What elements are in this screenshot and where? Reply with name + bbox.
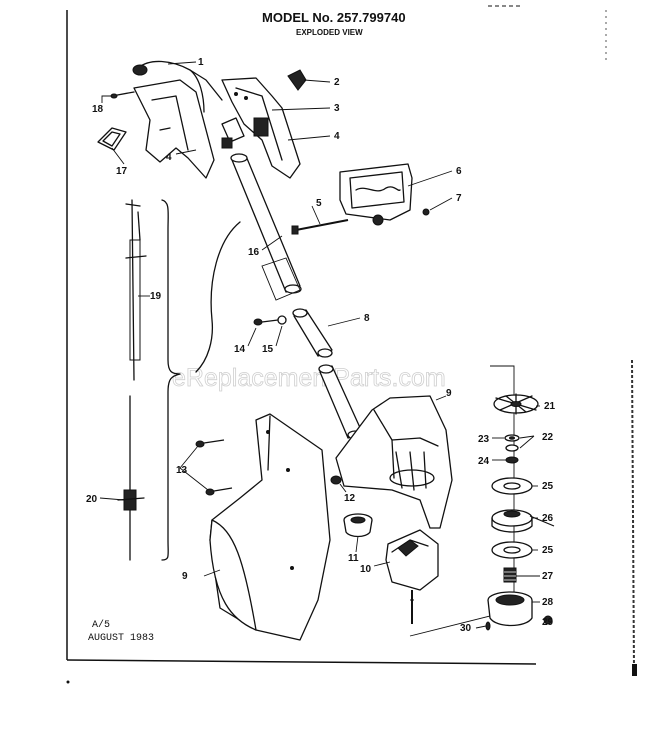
- callout-30: 30: [460, 623, 472, 634]
- callout-16: 16: [248, 247, 260, 258]
- callout-11: 11: [348, 553, 359, 564]
- part-21-fan: [493, 393, 539, 415]
- part-6-aux-handle: [339, 163, 413, 226]
- part-4-handle-right: [221, 77, 301, 179]
- part-15-washer: [277, 315, 287, 325]
- callout-29: 29: [542, 617, 554, 628]
- part-2-cord-clip: [287, 69, 307, 91]
- callout-28: 28: [542, 597, 554, 608]
- part-13-screws: [195, 439, 233, 496]
- part-11-bearing: [343, 513, 373, 538]
- callout-9-housing: 9: [446, 388, 452, 399]
- dust-speck: [66, 680, 70, 684]
- callout-19: 19: [150, 291, 162, 302]
- model-title: MODEL No. 257.799740: [262, 10, 406, 25]
- callout-17: 17: [116, 166, 128, 177]
- part-10-motor: [385, 529, 439, 624]
- callout-9-shield: 9: [182, 571, 188, 582]
- callout-13: 13: [176, 465, 188, 476]
- watermark: eReplacementParts.com: [172, 364, 446, 392]
- part-30-pin: [485, 621, 491, 631]
- power-cord: [195, 221, 241, 373]
- callout-7: 7: [456, 193, 462, 204]
- part-24-nut: [505, 456, 519, 464]
- callout-18: 18: [92, 104, 104, 115]
- callout-22: 22: [542, 432, 554, 443]
- part-9-motor-housing: [335, 395, 453, 529]
- part-28-cap: [487, 591, 533, 627]
- part-7-nut: [422, 208, 430, 216]
- part-23-washer: [504, 434, 520, 442]
- right-edge-artifact: [631, 359, 635, 671]
- grouping-brace: [161, 199, 181, 561]
- callout-25-upper: 25: [542, 481, 554, 492]
- callout-8: 8: [364, 313, 370, 324]
- callout-1: 1: [198, 57, 204, 68]
- callout-21: 21: [544, 401, 556, 412]
- callout-27: 27: [542, 571, 554, 582]
- callout-4-left: 4: [166, 152, 172, 163]
- callout-6: 6: [456, 166, 462, 177]
- part-4-handle-left: [133, 79, 215, 179]
- part-3-switch: [221, 117, 245, 149]
- part-9-grass-shield: [209, 413, 331, 641]
- part-19-cord: [125, 199, 147, 381]
- part-18-screw: [110, 91, 135, 99]
- callout-15: 15: [262, 344, 274, 355]
- callout-labels: 1 2 3 4 4 5 6 7 8 9 9 10 11 12 13 14 15 …: [86, 57, 556, 634]
- part-17-plate: [97, 127, 127, 151]
- footer-code: A/5: [92, 619, 110, 631]
- leader-lines: [99, 61, 540, 629]
- callout-12: 12: [344, 493, 356, 504]
- part-20-cord-plug: [117, 395, 145, 561]
- part-8-lower-tube: [292, 308, 363, 440]
- part-29-knob: [543, 615, 553, 625]
- part-25-ring-upper: [491, 477, 533, 495]
- footer-date: AUGUST 1983: [88, 633, 154, 644]
- callout-24: 24: [478, 456, 490, 467]
- edge-blot: [632, 664, 637, 676]
- callout-14: 14: [234, 344, 246, 355]
- callout-10: 10: [360, 564, 372, 575]
- callout-23: 23: [478, 434, 490, 445]
- part-16-upper-tube: [230, 153, 302, 301]
- callout-5: 5: [316, 198, 322, 209]
- part-25-ring-lower: [491, 541, 533, 559]
- part-12-fastener: [330, 475, 342, 485]
- callout-25-lower: 25: [542, 545, 554, 556]
- part-22-spacer: [505, 444, 519, 452]
- callout-2: 2: [334, 77, 340, 88]
- callout-20: 20: [86, 494, 98, 505]
- callout-4-right: 4: [334, 131, 340, 142]
- callout-26: 26: [542, 513, 554, 524]
- part-27-spring: [503, 567, 517, 583]
- part-14-screw: [253, 318, 279, 326]
- bottom-border-line: [66, 659, 537, 665]
- view-subtitle: EXPLODED VIEW: [296, 28, 363, 37]
- part-1-handle-cord: [132, 60, 223, 113]
- callout-3: 3: [334, 103, 340, 114]
- part-5-bolt: [291, 219, 349, 235]
